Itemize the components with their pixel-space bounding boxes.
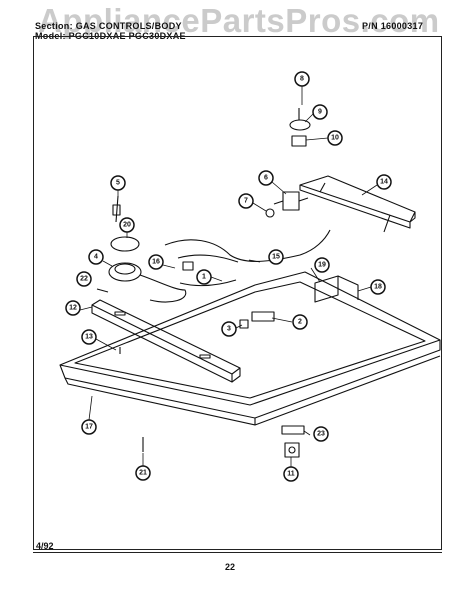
svg-text:7: 7: [244, 198, 248, 205]
callout-17: 17: [81, 419, 97, 435]
cooktop-body: [59, 271, 441, 426]
svg-text:13: 13: [85, 334, 93, 341]
callout-7: 7: [238, 193, 254, 209]
callout-8: 8: [294, 71, 310, 87]
callout-13: 13: [81, 329, 97, 345]
callout-14: 14: [376, 174, 392, 190]
manifold-pipe: [299, 175, 416, 233]
svg-text:8: 8: [300, 76, 304, 83]
valve: [273, 191, 309, 211]
clip: [96, 288, 109, 293]
svg-text:11: 11: [287, 471, 295, 478]
svg-text:12: 12: [69, 305, 77, 312]
callout-16: 16: [148, 254, 164, 270]
svg-text:5: 5: [116, 180, 120, 187]
svg-text:1: 1: [202, 274, 206, 281]
callout-11: 11: [283, 466, 299, 482]
section-title: Section: GAS CONTROLS/BODY: [35, 21, 182, 31]
svg-text:4: 4: [94, 254, 98, 261]
leader-lines: [79, 86, 378, 467]
knob: [289, 108, 311, 147]
part-number: P/N 16000317: [362, 21, 424, 31]
callout-3: 3: [221, 321, 237, 337]
svg-text:18: 18: [374, 284, 382, 291]
watermark: AppliancePartsPros.com: [38, 2, 440, 39]
footer-divider: [33, 552, 442, 553]
callout-15: 15: [268, 249, 284, 265]
svg-text:22: 22: [80, 276, 88, 283]
callout-1: 1: [196, 269, 212, 285]
callout-5: 5: [110, 175, 126, 191]
svg-text:16: 16: [152, 259, 160, 266]
svg-text:6: 6: [264, 175, 268, 182]
callout-10: 10: [327, 130, 343, 146]
revision-date: 4/92: [36, 541, 54, 551]
svg-text:17: 17: [85, 424, 93, 431]
gasket-ring: [110, 236, 140, 252]
svg-text:2: 2: [298, 319, 302, 326]
svg-text:9: 9: [318, 109, 322, 116]
callout-20: 20: [119, 217, 135, 233]
svg-text:3: 3: [227, 326, 231, 333]
callout-9: 9: [312, 104, 328, 120]
svg-text:20: 20: [123, 222, 131, 229]
callout-4: 4: [88, 249, 104, 265]
igniter-module: [108, 262, 187, 303]
svg-text:19: 19: [318, 262, 326, 269]
callout-21: 21: [135, 465, 151, 481]
callout-6: 6: [258, 170, 274, 186]
rear-bracket: [314, 275, 359, 303]
callout-23: 23: [313, 426, 329, 442]
svg-text:15: 15: [272, 254, 280, 261]
svg-text:14: 14: [380, 179, 388, 186]
bracket: [91, 299, 241, 383]
svg-text:21: 21: [139, 470, 147, 477]
callout-18: 18: [370, 279, 386, 295]
page-number: 22: [225, 562, 236, 572]
spring: [265, 208, 275, 218]
wire-harness: [164, 229, 331, 287]
callout-12: 12: [65, 300, 81, 316]
svg-text:23: 23: [317, 431, 325, 438]
lower-bracket: [281, 425, 305, 458]
switch-block: [239, 311, 275, 329]
svg-text:10: 10: [331, 135, 339, 142]
diagram-frame: [33, 36, 442, 550]
callout-19: 19: [314, 257, 330, 273]
igniter: [112, 195, 121, 223]
callout-22: 22: [76, 271, 92, 287]
callout-2: 2: [292, 314, 308, 330]
